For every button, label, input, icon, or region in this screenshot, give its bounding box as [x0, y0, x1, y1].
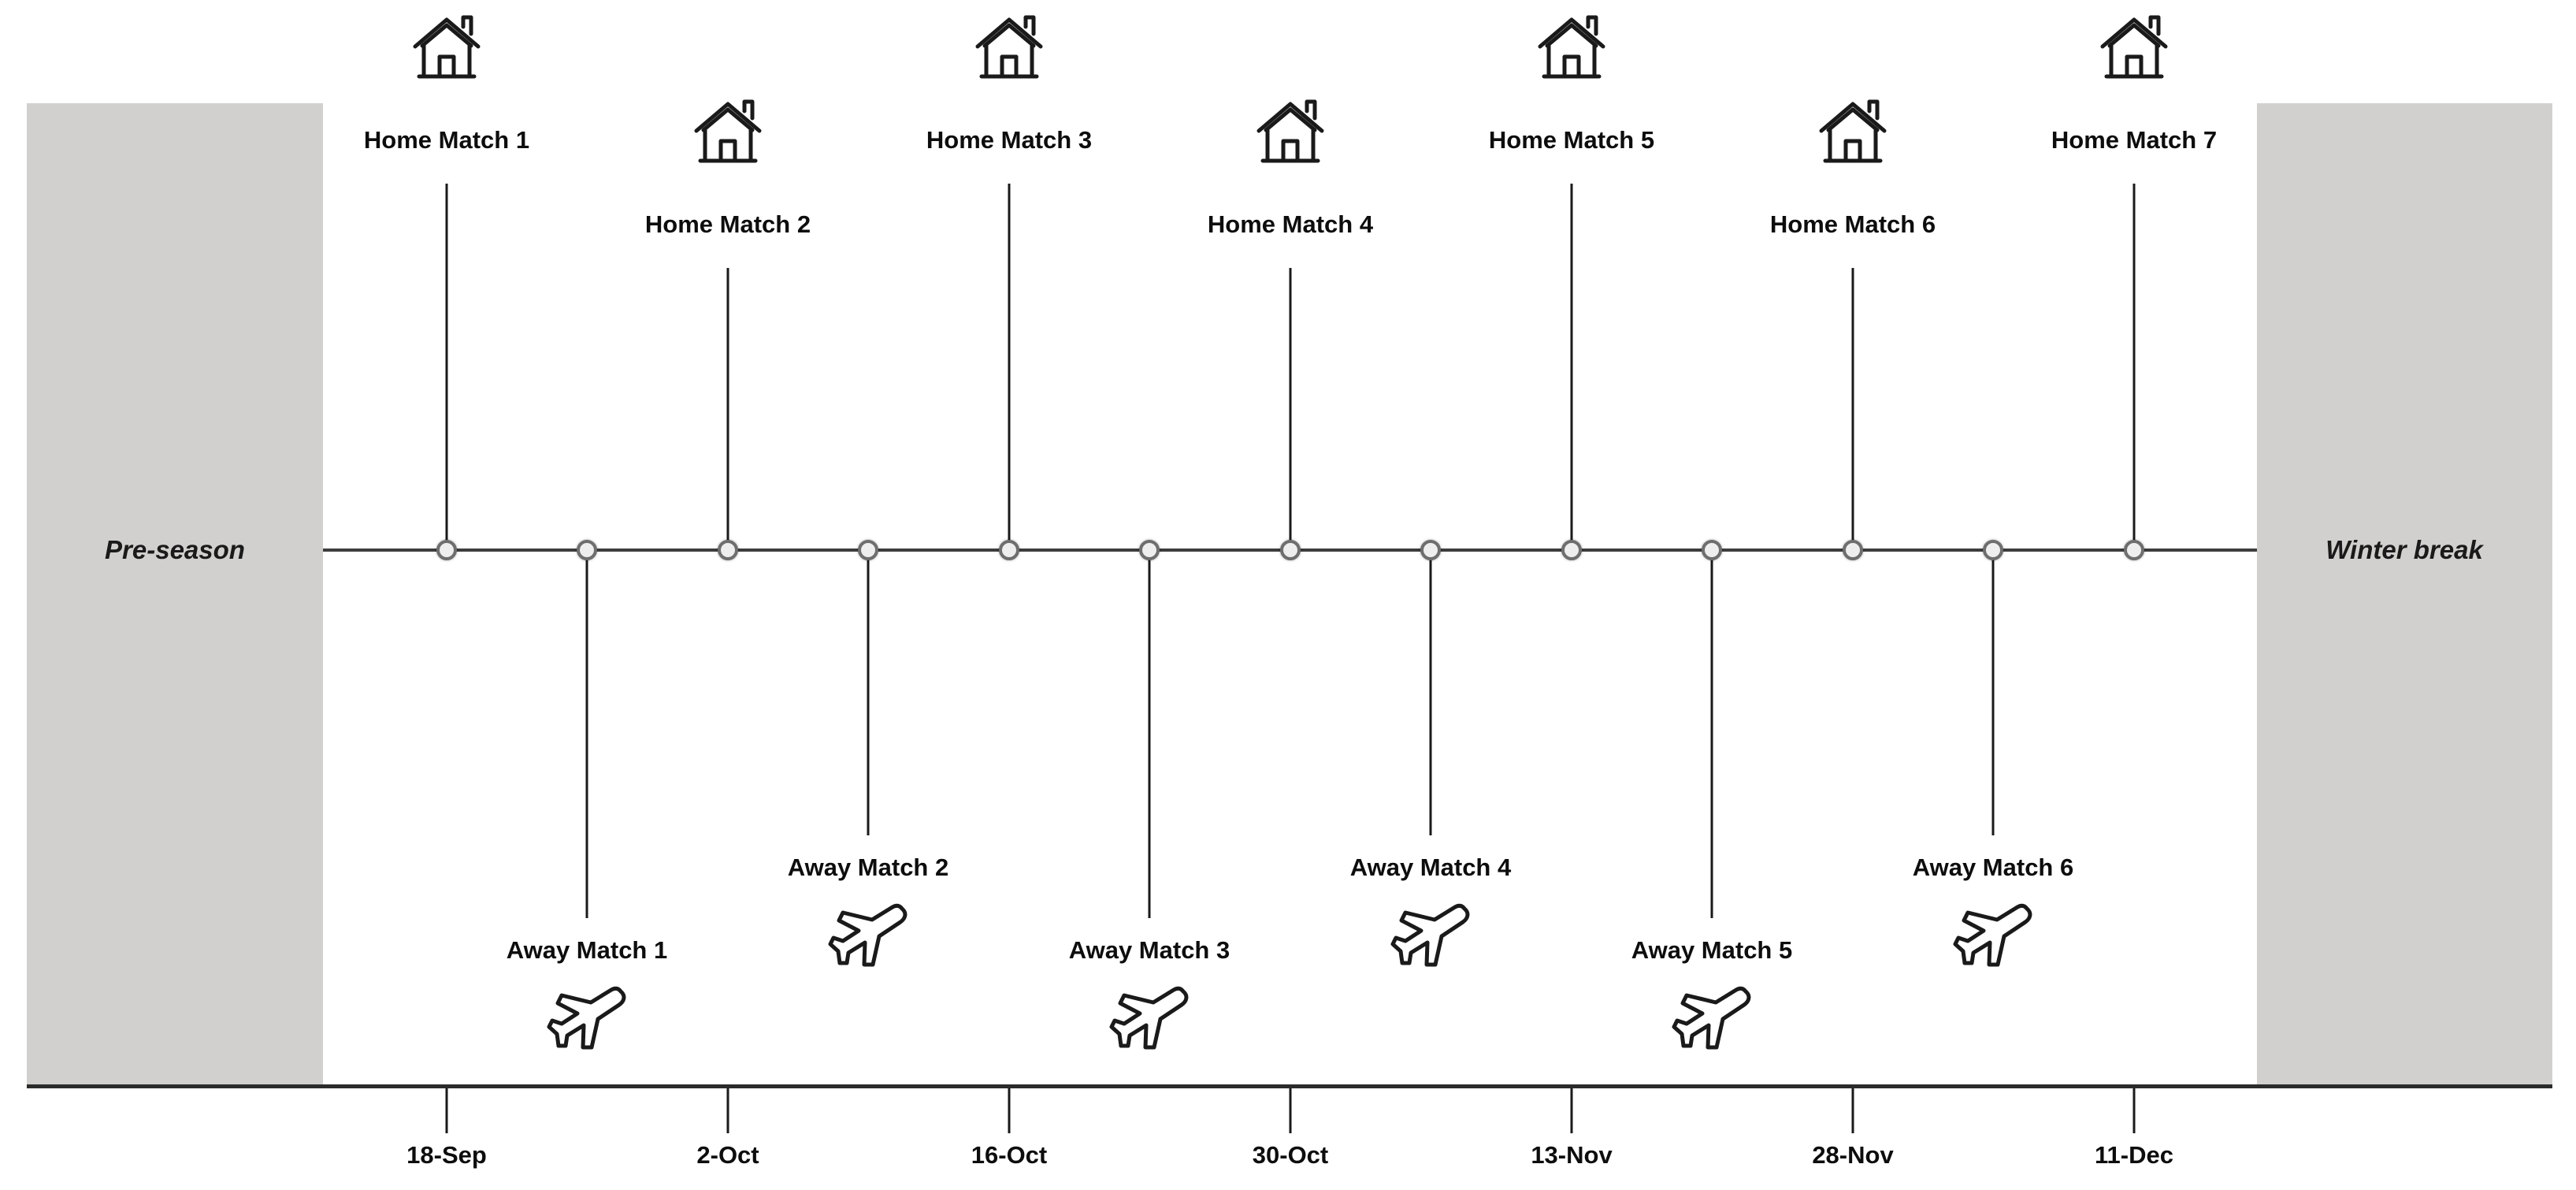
timeline-marker-home-5[interactable] — [1561, 540, 1582, 560]
event-label-home-6: Home Match 6 — [1769, 210, 1936, 238]
timeline-marker-away-5[interactable] — [1702, 540, 1722, 560]
airplane-icon — [1390, 902, 1472, 969]
event-label-home-4: Home Match 4 — [1207, 210, 1374, 238]
timeline-marker-home-4[interactable] — [1280, 540, 1301, 560]
event-label-away-3: Away Match 3 — [1068, 936, 1230, 964]
event-stem-away-3 — [1148, 550, 1151, 918]
timeline-marker-home-1[interactable] — [436, 540, 457, 560]
airplane-icon — [546, 985, 628, 1051]
event-label-home-7: Home Match 7 — [2051, 126, 2218, 154]
event-stem-home-2 — [726, 268, 729, 550]
date-tick-7 — [2132, 1088, 2136, 1133]
band-label-winter-break: Winter break — [2325, 535, 2483, 564]
airplane-icon — [1671, 985, 1753, 1051]
event-label-away-1: Away Match 1 — [506, 936, 668, 964]
house-icon — [2100, 14, 2168, 80]
date-tick-3 — [1008, 1088, 1011, 1133]
date-label-6: 28-Nov — [1812, 1141, 1894, 1169]
date-tick-6 — [1851, 1088, 1854, 1133]
event-label-home-3: Home Match 3 — [926, 126, 1093, 154]
event-stem-away-1 — [585, 550, 588, 918]
event-stem-home-6 — [1851, 268, 1854, 550]
timeline-marker-home-3[interactable] — [999, 540, 1019, 560]
event-label-away-6: Away Match 6 — [1912, 853, 2074, 881]
date-label-1: 18-Sep — [406, 1141, 487, 1169]
house-icon — [1538, 14, 1605, 80]
timeline-marker-away-1[interactable] — [577, 540, 597, 560]
event-stem-home-4 — [1289, 268, 1292, 550]
date-tick-1 — [445, 1088, 448, 1133]
event-stem-home-3 — [1008, 184, 1011, 550]
timeline-marker-away-4[interactable] — [1420, 540, 1441, 560]
timeline-marker-away-6[interactable] — [1983, 540, 2003, 560]
event-label-home-1: Home Match 1 — [363, 126, 530, 154]
timeline-marker-away-2[interactable] — [858, 540, 878, 560]
timeline-marker-home-6[interactable] — [1843, 540, 1863, 560]
event-label-home-5: Home Match 5 — [1488, 126, 1655, 154]
event-label-away-4: Away Match 4 — [1349, 853, 1512, 881]
band-winter-break — [2257, 103, 2552, 1086]
house-icon — [975, 14, 1043, 80]
house-icon — [694, 99, 762, 165]
date-tick-4 — [1289, 1088, 1292, 1133]
date-label-4: 30-Oct — [1252, 1141, 1329, 1169]
date-tick-5 — [1570, 1088, 1573, 1133]
date-label-5: 13-Nov — [1531, 1141, 1613, 1169]
event-stem-home-1 — [445, 184, 448, 550]
event-label-away-2: Away Match 2 — [787, 853, 949, 881]
house-icon — [1256, 99, 1324, 165]
airplane-icon — [1108, 985, 1190, 1051]
event-stem-home-5 — [1570, 184, 1573, 550]
date-axis — [27, 1084, 2552, 1088]
event-stem-home-7 — [2132, 184, 2136, 550]
date-label-3: 16-Oct — [971, 1141, 1048, 1169]
airplane-icon — [827, 902, 909, 969]
timeline-marker-home-7[interactable] — [2124, 540, 2144, 560]
date-label-2: 2-Oct — [696, 1141, 759, 1169]
event-label-away-5: Away Match 5 — [1631, 936, 1793, 964]
event-stem-away-4 — [1429, 550, 1432, 835]
date-label-7: 11-Dec — [2095, 1141, 2173, 1169]
airplane-icon — [1952, 902, 2034, 969]
event-stem-away-6 — [1991, 550, 1995, 835]
event-stem-away-5 — [1710, 550, 1713, 918]
timeline-marker-home-2[interactable] — [718, 540, 738, 560]
band-pre-season — [27, 103, 323, 1086]
house-icon — [413, 14, 481, 80]
timeline-marker-away-3[interactable] — [1139, 540, 1160, 560]
event-stem-away-2 — [867, 550, 870, 835]
date-tick-2 — [726, 1088, 729, 1133]
event-label-home-2: Home Match 2 — [644, 210, 811, 238]
band-label-pre-season: Pre-season — [105, 535, 245, 564]
house-icon — [1819, 99, 1887, 165]
